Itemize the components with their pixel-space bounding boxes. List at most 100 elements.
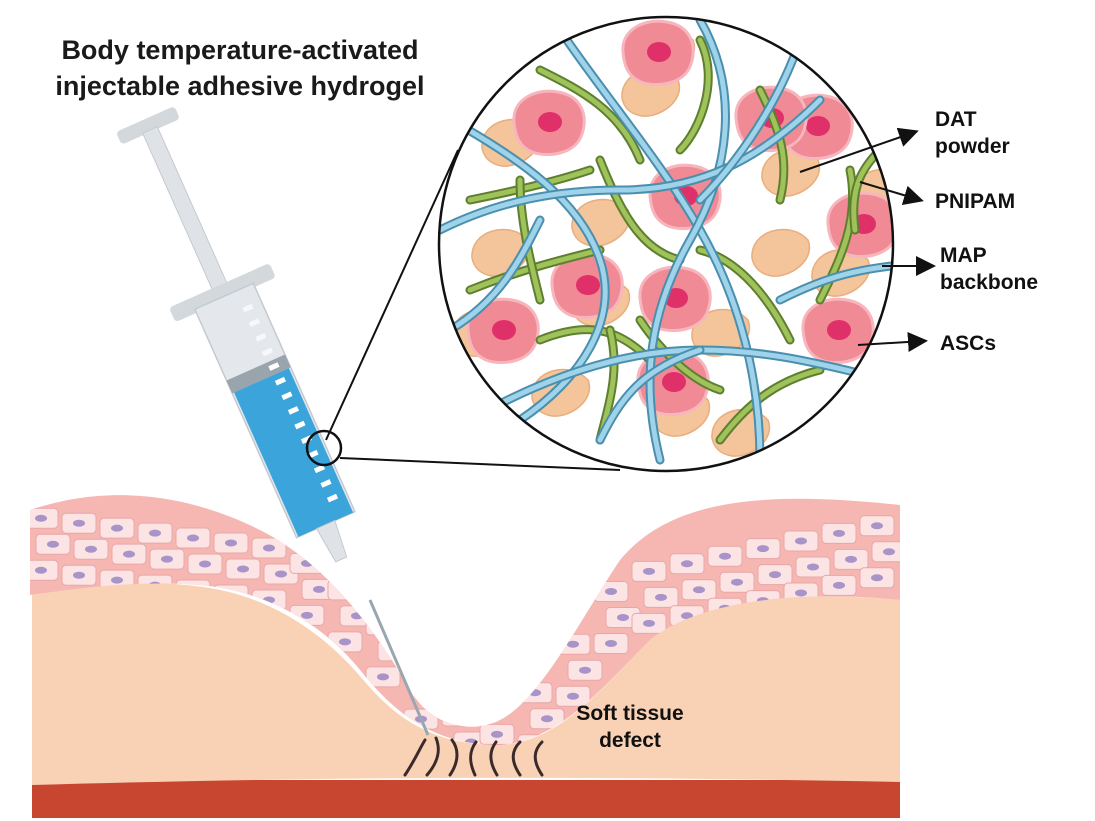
pnipam-chain-core xyxy=(467,167,593,203)
diagram-title: Body temperature-activated injectable ad… xyxy=(30,32,450,104)
skin-cell-nucleus xyxy=(47,540,59,548)
skin-cell-nucleus xyxy=(161,555,173,563)
skin-cell-nucleus xyxy=(275,570,287,578)
skin-cell-nucleus xyxy=(617,613,629,621)
defect-label-line-1: Soft tissue xyxy=(576,702,684,725)
skin-cell-nucleus xyxy=(453,712,465,720)
asc-nucleus xyxy=(538,112,562,132)
hydrogel-zoom xyxy=(437,15,895,473)
graduation-tick xyxy=(281,391,293,401)
skin-cell-nucleus xyxy=(111,576,123,584)
ascs-label: ASCs xyxy=(940,332,997,355)
pnipam-arrow xyxy=(859,181,924,205)
skin-cell-nucleus xyxy=(605,587,617,595)
graduation-tick xyxy=(268,362,280,371)
skin-cell-nucleus xyxy=(769,571,781,579)
pnipam-chain-core xyxy=(597,157,683,263)
skin-cell-nucleus xyxy=(795,589,807,597)
map-label-line-1: MAP xyxy=(940,244,987,267)
defect-label: Soft tissue defect xyxy=(560,700,700,754)
graduation-tick xyxy=(287,406,300,415)
syringe-tip xyxy=(315,519,348,563)
graduation-tick xyxy=(294,420,306,430)
asc-nucleus xyxy=(647,42,671,62)
skin-cell-nucleus xyxy=(35,566,47,574)
skin-cell-nucleus xyxy=(681,560,693,568)
asc-nucleus xyxy=(576,275,600,295)
skin-cell-nucleus xyxy=(263,544,275,552)
map-fiber-core xyxy=(697,37,803,203)
skin-cell-nucleus xyxy=(529,689,541,697)
skin-cell-nucleus xyxy=(199,560,211,568)
skin-cell-nucleus xyxy=(807,563,819,571)
pnipam-chain-core xyxy=(817,167,856,303)
plunger-rod xyxy=(142,126,232,299)
skin-cell-nucleus xyxy=(263,596,275,604)
finger-flange xyxy=(170,264,275,322)
map-backbone-fibers xyxy=(439,17,893,465)
skin-cell-nucleus xyxy=(187,534,199,542)
zoom-source-circle xyxy=(305,429,343,467)
skin-cell-nucleus xyxy=(427,689,439,697)
graduation-tick xyxy=(326,493,339,503)
skin-cell-nucleus xyxy=(871,522,883,530)
pnipam-chain-core xyxy=(467,247,603,293)
dat-label: DAT powder xyxy=(935,106,1010,160)
dat-label-line-1: DAT xyxy=(935,108,977,131)
muscle-layer xyxy=(32,780,900,818)
skin-cell xyxy=(441,705,477,727)
skin-cell-nucleus xyxy=(681,612,693,620)
map-fiber-core xyxy=(647,17,728,463)
skin-cell-nucleus xyxy=(883,548,895,556)
syringe xyxy=(117,107,430,736)
graduation-tick xyxy=(248,318,260,328)
skin-cell-nucleus xyxy=(351,612,363,620)
skin-cell xyxy=(327,579,363,601)
ascs-arrow xyxy=(857,331,928,352)
skin-cell-nucleus xyxy=(415,663,427,671)
defect-label-line-2: defect xyxy=(599,729,661,752)
hydrogel-fluid xyxy=(234,368,354,537)
pnipam-chain-core xyxy=(537,67,643,163)
asc-nucleus xyxy=(827,320,851,340)
skin-cell-nucleus xyxy=(313,585,325,593)
skin-cell-nucleus xyxy=(833,581,845,589)
title-line-1: Body temperature-activated xyxy=(61,35,419,65)
skin-cell-nucleus xyxy=(845,555,857,563)
skin-cell-nucleus xyxy=(541,715,553,723)
skin-cell-nucleus xyxy=(605,639,617,647)
graduation-tick xyxy=(313,464,326,474)
skin-cell-nucleus xyxy=(731,578,743,586)
asc-nucleus xyxy=(492,320,516,340)
skin-cell-nucleus xyxy=(719,552,731,560)
skin-cell-nucleus xyxy=(149,529,161,537)
soft-tissue xyxy=(30,495,900,818)
pnipam-label: PNIPAM xyxy=(935,190,1016,213)
asc-nucleus xyxy=(662,372,686,392)
skin-cell xyxy=(415,682,451,704)
skin-cell-nucleus xyxy=(225,539,237,547)
graduation-tick xyxy=(261,347,274,357)
zoom-line-top xyxy=(325,149,459,441)
graduation-tick xyxy=(242,303,254,313)
subcutaneous-layer xyxy=(32,582,900,785)
skin-cell-nucleus xyxy=(301,611,313,619)
skin-cell-nucleus xyxy=(377,673,389,681)
defect-curves xyxy=(403,736,544,777)
skin-cell-nucleus xyxy=(795,537,807,545)
graduation-tick xyxy=(274,376,287,386)
skin-cell-nucleus xyxy=(301,559,313,567)
map-fiber-core xyxy=(439,97,823,233)
dat-label-line-2: powder xyxy=(935,135,1010,158)
skin-cell-nucleus xyxy=(567,640,579,648)
skin-cell-nucleus xyxy=(871,574,883,582)
dat-particle xyxy=(751,228,811,277)
skin-cell xyxy=(403,656,439,678)
skin-cell-nucleus xyxy=(339,586,351,594)
skin-cell-nucleus xyxy=(85,545,97,553)
pnipam-chain-core xyxy=(677,37,711,153)
graduation-tick xyxy=(255,332,267,342)
skin-cell-nucleus xyxy=(693,586,705,594)
skin-cell-nucleus xyxy=(833,529,845,537)
